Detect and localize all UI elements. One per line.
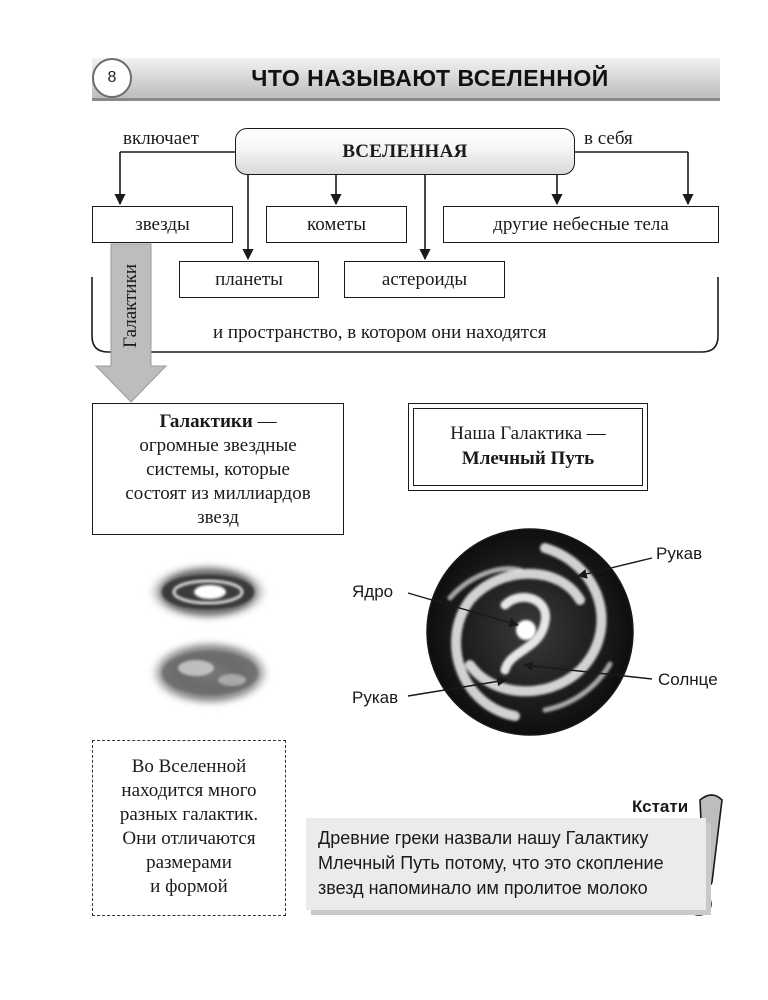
galaxies-dash: —: [252, 411, 277, 432]
label-arm-top: Рукав: [656, 544, 703, 563]
galaxy-illustration-elliptical: [148, 639, 272, 707]
note-line: звезд напоминало им пролитое молоко: [318, 878, 648, 898]
pointer-arm-bottom: [407, 676, 507, 697]
note-line: Млечный Путь потому, что это скопление: [318, 853, 664, 873]
note-title: Кстати: [632, 797, 689, 816]
page-title: ЧТО НАЗЫВАЮТ ВСЕЛЕННОЙ: [251, 65, 609, 91]
asteroids-box: астероиды: [344, 261, 505, 298]
comets-box: кометы: [266, 206, 407, 243]
right-caption: в себя: [584, 128, 633, 149]
stars-box: звезды: [92, 206, 233, 243]
pointer-sun: [523, 661, 653, 680]
many-galaxies-line: находится много: [121, 780, 257, 801]
many-galaxies-line: и формой: [150, 876, 228, 897]
galaxies-definition: Галактики — огромные звездные системы, к…: [92, 403, 344, 535]
milky-way-box: Наша Галактика — Млечный Путь: [408, 403, 648, 491]
many-galaxies-line: Они отличаются: [122, 828, 256, 849]
note-card: [306, 818, 706, 910]
many-galaxies-line: Во Вселенной: [131, 756, 247, 777]
planets-box: планеты: [179, 261, 319, 298]
galaxies-def-line: звезд: [197, 507, 239, 528]
many-galaxies-line: разных галактик.: [119, 804, 259, 825]
space-caption: и пространство, в котором они находятся: [213, 322, 547, 343]
note-line: Древние греки назвали нашу Галактику: [318, 828, 649, 848]
label-core: Ядро: [352, 582, 394, 601]
galaxies-term: Галактики: [159, 411, 253, 432]
galaxy-illustration-spiral: [146, 562, 270, 622]
galaxies-arrow: [94, 243, 168, 403]
galaxies-def-line: системы, которые: [146, 459, 290, 480]
universe-box: ВСЕЛЕННАЯ: [235, 128, 575, 175]
space-bracket: [91, 277, 719, 353]
milky-way-line2: Млечный Путь: [461, 448, 595, 469]
milky-way-line1: Наша Галактика —: [450, 423, 606, 444]
milky-way-illustration: [426, 528, 634, 736]
many-galaxies-line: размерами: [146, 852, 232, 873]
other-bodies-box: другие небесные тела: [443, 206, 719, 243]
galaxies-def-line: состоят из миллиардов: [125, 483, 311, 504]
note-text: Древние греки назвали нашу Галактику Мле…: [318, 826, 698, 901]
page-number: 8: [92, 58, 132, 98]
galaxies-arrow-label: Галактики: [120, 264, 141, 348]
galaxies-def-line: огромные звездные: [139, 435, 297, 456]
pointer-arm-top: [577, 557, 653, 579]
milky-way-box-inner: Наша Галактика — Млечный Путь: [413, 408, 643, 486]
pointer-core: [407, 592, 519, 628]
many-galaxies-box: Во Вселенной находится много разных гала…: [92, 740, 286, 916]
label-sun: Солнце: [658, 670, 718, 689]
header-band: [92, 58, 720, 101]
left-caption: включает: [123, 128, 199, 149]
label-arm-bottom: Рукав: [352, 688, 399, 707]
